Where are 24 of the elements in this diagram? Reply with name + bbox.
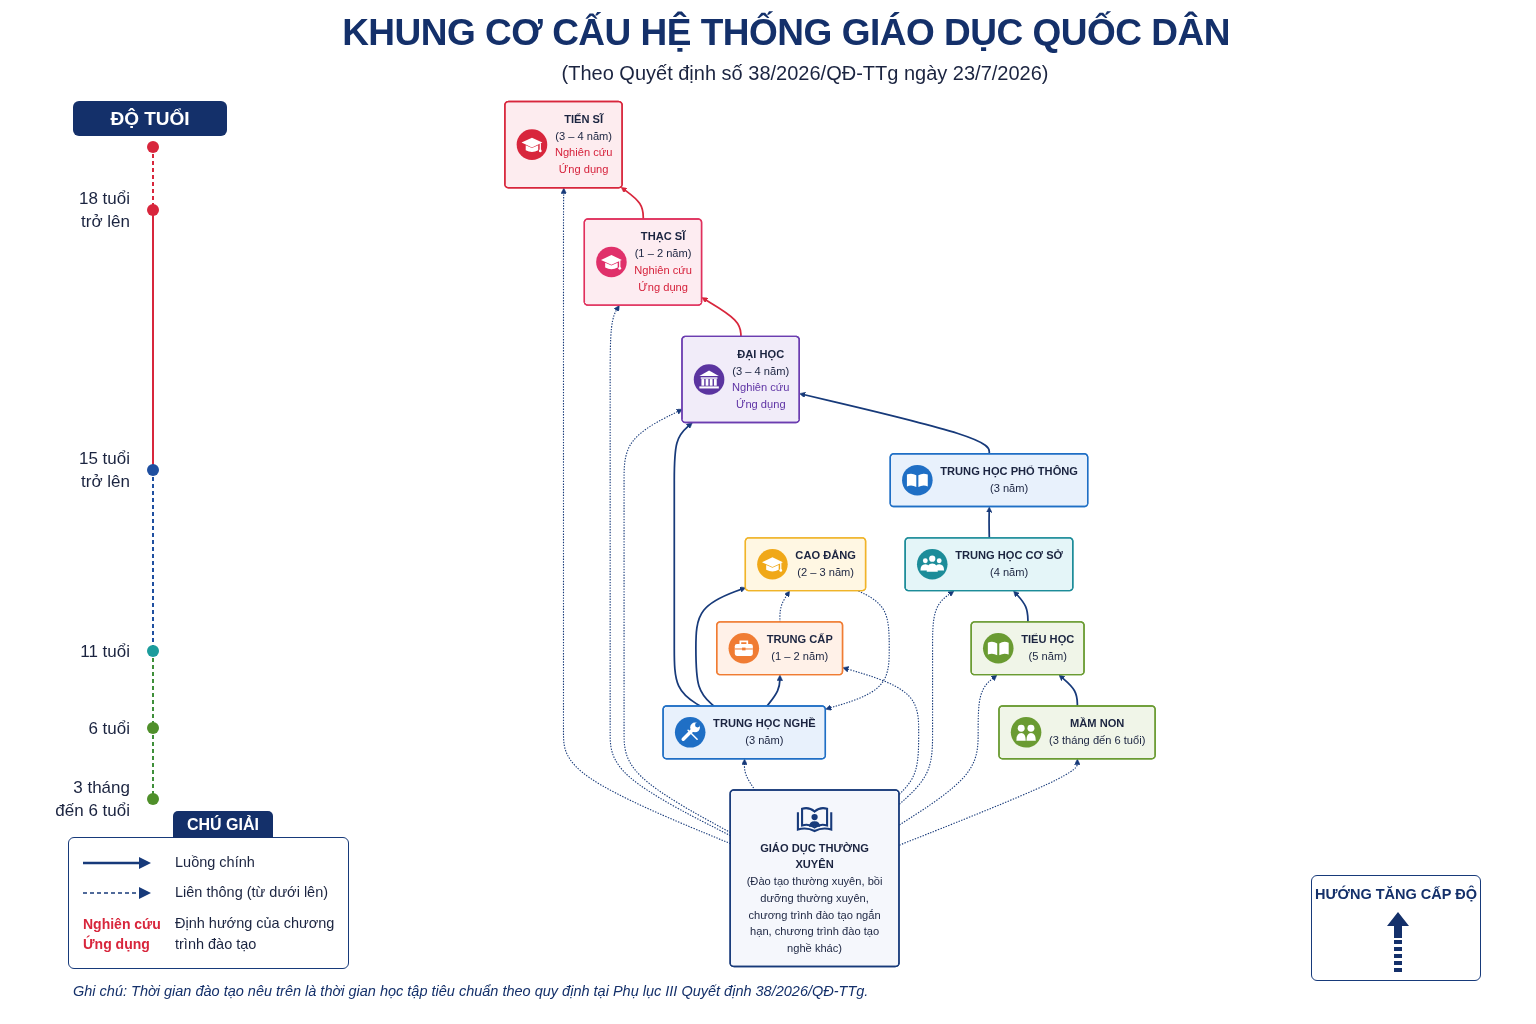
arrow <box>701 297 742 338</box>
age-label: 3 tháng đến 6 tuổi <box>54 777 130 822</box>
diagram-title: KHUNG CƠ CẤU HỆ THỐNG GIÁO DỤC QUỐC DÂN <box>342 12 1230 54</box>
legend-text: Luồng chính <box>175 853 255 872</box>
age-label: 6 tuổi <box>88 717 130 740</box>
subtitle: (Theo Quyết định số 38/2026/QĐ-TTg ngày 23/7/2026) <box>561 62 1049 85</box>
arrow <box>825 590 890 711</box>
arrow <box>898 758 1081 846</box>
age-label: 15 tuổi trở lên <box>77 448 130 493</box>
footnote: Ghi chú: Thời gian đào tạo nêu trên là thời gian học tập tiêu chuẩn theo quy định tại Phụ lục III Quyết định 38/2026/QĐ-TTg. <box>73 983 869 999</box>
timeline-header: ĐỘ TUỔI <box>73 101 227 136</box>
arrow <box>898 674 998 826</box>
legend-text: Liên thông (từ dưới lên) <box>175 883 329 902</box>
age-label: 18 tuổi trở lên <box>77 188 130 233</box>
legend-title: CHÚ GIẢI <box>173 811 273 838</box>
direction-label: HƯỚNG TĂNG CẤP ĐỘ <box>1315 886 1477 902</box>
arrow <box>898 590 955 805</box>
legend-sample-text: Ứng dụng <box>83 935 150 953</box>
age-label: 11 tuổi <box>80 640 130 663</box>
arrow <box>741 758 756 791</box>
legend-sample-text: Nghiên cứu <box>83 915 161 933</box>
legend-text: Định hướng của chương trình đào tạo <box>175 914 336 954</box>
arrow <box>842 666 920 795</box>
arrow <box>799 391 991 455</box>
